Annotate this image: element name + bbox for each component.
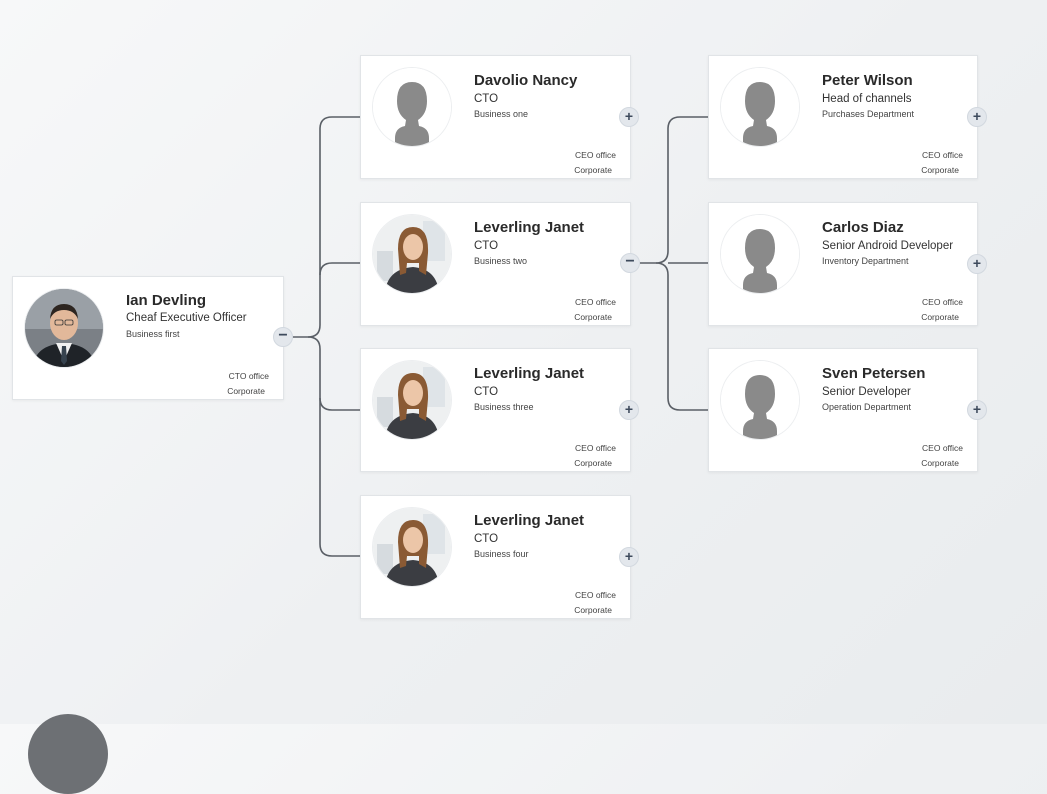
- expand-toggle[interactable]: +: [619, 400, 639, 420]
- unit-label: Corporate: [921, 165, 959, 175]
- person-title: CTO: [474, 93, 499, 105]
- person-title: Head of channels: [822, 93, 912, 105]
- expand-toggle[interactable]: +: [967, 400, 987, 420]
- person-title: CTO: [474, 240, 499, 252]
- office-label: CEO office: [575, 150, 616, 160]
- office-label: CEO office: [922, 150, 963, 160]
- expand-toggle[interactable]: +: [967, 107, 987, 127]
- person-title: Cheaf Executive Officer: [126, 312, 247, 324]
- person-department: Business three: [474, 402, 534, 412]
- person-department: Purchases Department: [822, 109, 915, 119]
- unit-label: Corporate: [574, 165, 612, 175]
- unit-label: Corporate: [574, 458, 612, 468]
- silhouette-avatar: [721, 361, 799, 439]
- unit-label: Corporate: [574, 312, 612, 322]
- level2-node-card[interactable]: Sven Petersen Senior Developer Operation…: [708, 348, 978, 472]
- person-name: Ian Devling: [126, 292, 207, 309]
- person-department: Business two: [474, 256, 528, 266]
- silhouette-avatar: [721, 215, 799, 293]
- silhouette-avatar: [373, 68, 451, 146]
- office-label: CTO office: [228, 371, 269, 381]
- office-label: CEO office: [575, 590, 616, 600]
- person-title: CTO: [474, 533, 499, 545]
- person-name: Leverling Janet: [474, 219, 585, 236]
- person-title: Senior Developer: [822, 386, 911, 398]
- level1-node-card[interactable]: Leverling Janet CTO Business four CEO of…: [360, 495, 631, 619]
- person-department: Operation Department: [822, 402, 912, 412]
- org-connectors: [293, 116, 708, 557]
- connector-root: [293, 116, 360, 338]
- office-label: CEO office: [922, 443, 963, 453]
- silhouette-avatar: [721, 68, 799, 146]
- man-avatar: [25, 289, 103, 367]
- level2-node-card[interactable]: Carlos Diaz Senior Android Developer Inv…: [708, 202, 978, 326]
- unit-label: Corporate: [574, 605, 612, 615]
- level1-node-card[interactable]: Davolio Nancy CTO Business one CEO offic…: [360, 55, 631, 179]
- person-name: Sven Petersen: [822, 365, 926, 382]
- person-name: Peter Wilson: [822, 72, 913, 89]
- office-label: CEO office: [922, 297, 963, 307]
- person-name: Leverling Janet: [474, 512, 585, 529]
- person-name: Davolio Nancy: [474, 72, 578, 89]
- unit-label: Corporate: [921, 312, 959, 322]
- woman-avatar: [373, 361, 451, 439]
- partial-circle-decoration: [28, 714, 108, 794]
- person-department: Inventory Department: [822, 256, 909, 266]
- person-title: Senior Android Developer: [822, 240, 954, 252]
- expand-toggle[interactable]: +: [967, 254, 987, 274]
- person-department: Business first: [126, 329, 180, 339]
- expand-toggle[interactable]: +: [619, 547, 639, 567]
- woman-avatar: [373, 215, 451, 293]
- collapse-toggle-root[interactable]: −: [273, 327, 293, 347]
- office-label: CEO office: [575, 297, 616, 307]
- collapse-toggle[interactable]: −: [620, 253, 640, 273]
- root-node-card[interactable]: Ian Devling Cheaf Executive Officer Busi…: [12, 276, 284, 400]
- unit-label: Corporate: [921, 458, 959, 468]
- expand-toggle[interactable]: +: [619, 107, 639, 127]
- person-department: Business four: [474, 549, 529, 559]
- woman-avatar: [373, 508, 451, 586]
- level1-node-card[interactable]: Leverling Janet CTO Business three CEO o…: [360, 348, 631, 472]
- person-title: CTO: [474, 386, 499, 398]
- person-department: Business one: [474, 109, 529, 119]
- unit-label: Corporate: [227, 386, 265, 396]
- person-name: Carlos Diaz: [822, 219, 904, 236]
- level2-node-card[interactable]: Peter Wilson Head of channels Purchases …: [708, 55, 978, 179]
- office-label: CEO office: [575, 443, 616, 453]
- connector-level2: [640, 116, 708, 264]
- person-name: Leverling Janet: [474, 365, 585, 382]
- level1-node-card[interactable]: Leverling Janet CTO Business two CEO off…: [360, 202, 631, 326]
